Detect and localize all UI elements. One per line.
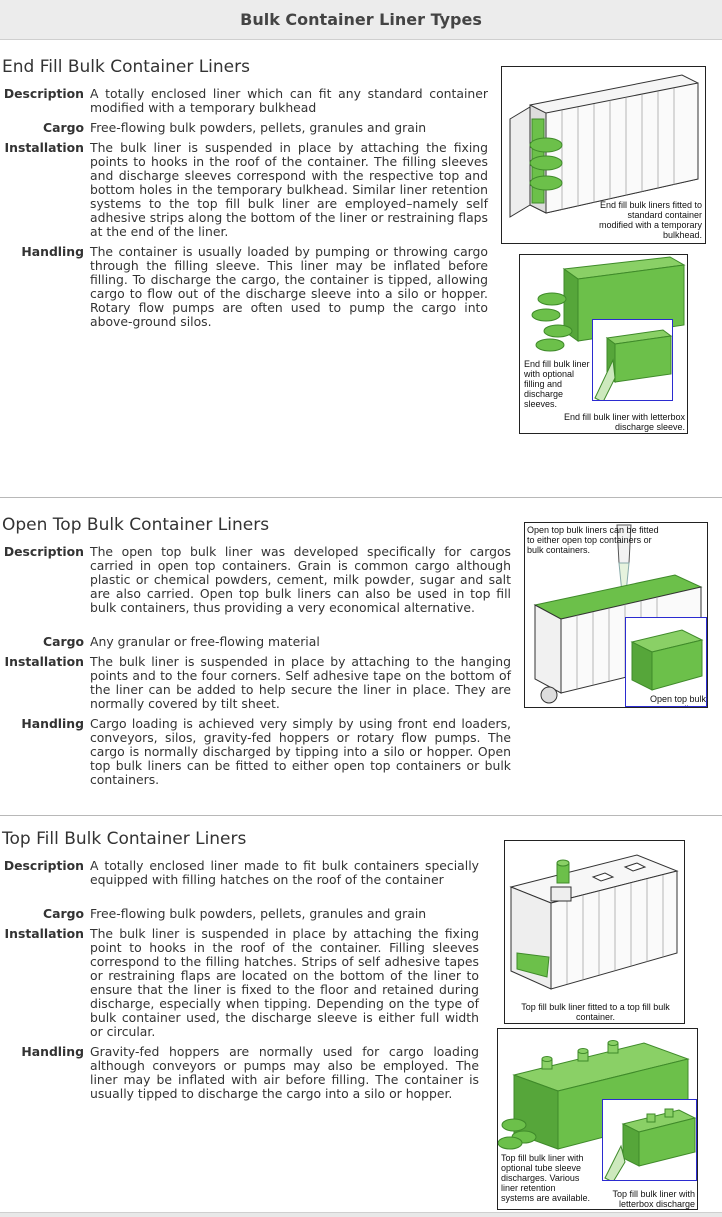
top-fill-description: A totally enclosed liner made to fit bul… <box>90 858 479 887</box>
end-fill-cargo-row: Cargo Free-flowing bulk powders, pellets… <box>0 121 494 135</box>
end-fill-container-caption: End fill bulk liners fitted to standard … <box>598 200 702 240</box>
end-fill-cargo: Free-flowing bulk powders, pellets, gran… <box>90 120 427 135</box>
end-fill-installation: The bulk liner is suspended in place by … <box>90 140 488 239</box>
end-fill-description-row: Description A totally enclosed liner whi… <box>0 87 494 115</box>
cargo-label: Cargo <box>43 906 84 921</box>
open-top-inset: Open top bulk liners <box>625 617 707 707</box>
end-fill-liner-caption: End fill bulk liner with optional fillin… <box>524 359 590 409</box>
open-top-caption: Open top bulk liners can be fitted to ei… <box>527 525 659 555</box>
end-fill-container-figure: End fill bulk liners fitted to standard … <box>501 66 706 244</box>
top-fill-cargo: Free-flowing bulk powders, pellets, gran… <box>90 906 427 921</box>
description-label: Description <box>3 544 84 559</box>
top-fill-letterbox-inset <box>602 1099 697 1181</box>
open-top-installation-row: Installation The bulk liner is suspended… <box>0 655 517 711</box>
page-title: Bulk Container Liner Types <box>240 10 482 29</box>
open-top-handling-row: Handling Cargo loading is achieved very … <box>0 717 517 787</box>
section-divider <box>0 497 722 498</box>
page-header: Bulk Container Liner Types <box>0 0 722 40</box>
section-title-open-top: Open Top Bulk Container Liners <box>2 515 270 535</box>
handling-label: Handling <box>21 716 84 731</box>
open-top-handling: Cargo loading is achieved very simply by… <box>90 716 511 787</box>
top-fill-description-row: Description A totally enclosed liner mad… <box>0 859 485 887</box>
open-top-cargo-row: Cargo Any granular or free-flowing mater… <box>0 635 517 649</box>
end-fill-description: A totally enclosed liner which can fit a… <box>90 86 488 115</box>
installation-label: Installation <box>4 654 84 669</box>
cargo-label: Cargo <box>43 120 84 135</box>
top-fill-letterbox-caption: Top fill bulk liner with letterbox disch… <box>612 1189 695 1209</box>
open-top-description: The open top bulk liner was developed sp… <box>90 544 511 615</box>
end-fill-letterbox-caption: End fill bulk liner with letterbox disch… <box>563 412 685 432</box>
top-fill-cargo-row: Cargo Free-flowing bulk powders, pellets… <box>0 907 485 921</box>
handling-label: Handling <box>21 244 84 259</box>
top-fill-liner-caption: Top fill bulk liner with optional tube s… <box>501 1153 591 1203</box>
top-fill-handling-row: Handling Gravity-fed hoppers are normall… <box>0 1045 485 1101</box>
top-fill-installation: The bulk liner is suspended in place by … <box>90 926 479 1039</box>
end-fill-installation-row: Installation The bulk liner is suspended… <box>0 141 494 239</box>
handling-label: Handling <box>21 1044 84 1059</box>
top-fill-liner-figure: Top fill bulk liner with optional tube s… <box>497 1028 698 1210</box>
section-title-end-fill: End Fill Bulk Container Liners <box>2 57 250 77</box>
end-fill-letterbox-inset <box>592 319 673 401</box>
end-fill-handling: The container is usually loaded by pumpi… <box>90 244 488 329</box>
open-top-cargo: Any granular or free-flowing material <box>90 634 320 649</box>
end-fill-liner-figure: End fill bulk liner with optional fillin… <box>519 254 688 434</box>
cargo-label: Cargo <box>43 634 84 649</box>
section-divider <box>0 815 722 816</box>
end-fill-handling-row: Handling The container is usually loaded… <box>0 245 494 329</box>
description-label: Description <box>3 86 84 101</box>
open-top-inset-caption: Open top bulk liners <box>649 694 706 706</box>
open-top-installation: The bulk liner is suspended in place by … <box>90 654 511 711</box>
open-top-container-figure: Open top bulk liners can be fitted to ei… <box>524 522 708 708</box>
installation-label: Installation <box>4 140 84 155</box>
installation-label: Installation <box>4 926 84 941</box>
top-fill-installation-row: Installation The bulk liner is suspended… <box>0 927 485 1039</box>
top-fill-container-figure: Top fill bulk liner fitted to a top fill… <box>504 840 685 1024</box>
section-title-top-fill: Top Fill Bulk Container Liners <box>2 829 247 849</box>
description-label: Description <box>3 858 84 873</box>
bottom-scroll-edge <box>0 1212 722 1217</box>
top-fill-container-caption: Top fill bulk liner fitted to a top fill… <box>521 1002 670 1022</box>
top-fill-handling: Gravity-fed hoppers are normally used fo… <box>90 1044 479 1101</box>
open-top-description-row: Description The open top bulk liner was … <box>0 545 517 615</box>
